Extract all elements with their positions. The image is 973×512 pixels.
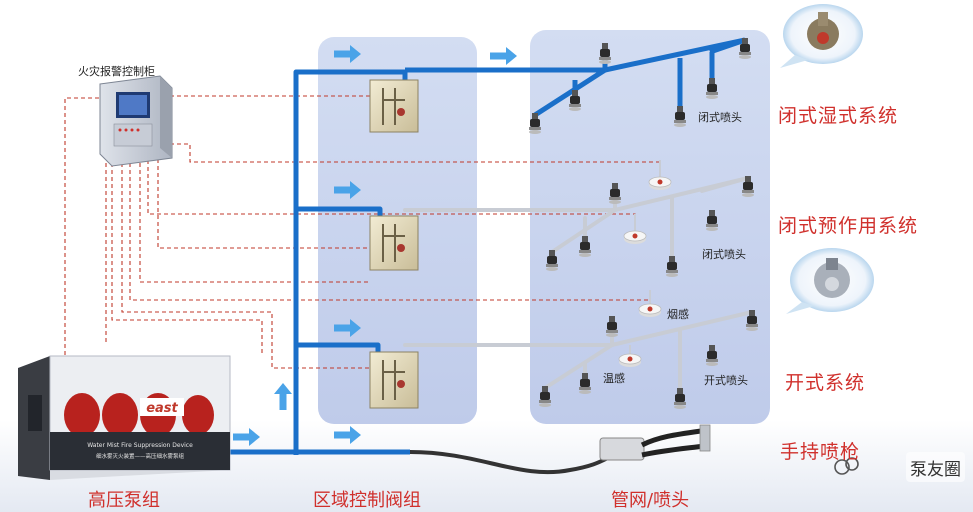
pump-unit: east Water Mist Fire Suppression Device … xyxy=(18,355,231,480)
watermark-logo xyxy=(834,457,859,475)
valve-box-1 xyxy=(369,79,419,133)
preaction-system-title: 闭式预作用系统 xyxy=(778,215,919,237)
pump-line-2: 细水雾灭火装置——高压细水雾泵组 xyxy=(96,452,185,460)
alarm-control-cabinet xyxy=(99,75,173,167)
hand-spray-gun xyxy=(599,424,711,461)
pipe-network-panel xyxy=(530,30,770,424)
watermark: 泵友圈 xyxy=(906,452,965,482)
hand-gun-title: 手持喷枪 xyxy=(780,441,861,463)
smoke-detector xyxy=(638,303,662,318)
pipes-title: 管网/喷头 xyxy=(611,490,690,511)
pump-title: 高压泵组 xyxy=(88,490,160,511)
pump-line-1: Water Mist Fire Suppression Device xyxy=(87,442,193,449)
bubble-open-head xyxy=(786,248,874,314)
smoke-label: 烟感 xyxy=(667,308,689,321)
bubble-closed-head xyxy=(780,4,863,68)
closed-head-label-2: 闭式喷头 xyxy=(702,248,746,261)
open-head-label: 开式喷头 xyxy=(704,374,748,387)
main-pipes xyxy=(230,37,746,455)
closed-head-label-1: 闭式喷头 xyxy=(698,111,742,124)
temp-label: 温感 xyxy=(603,372,625,385)
cabinet-label: 火灾报警控制柜 xyxy=(78,65,155,78)
temp-detector xyxy=(618,353,642,368)
detector-2 xyxy=(623,230,647,245)
wet-system-title: 闭式湿式系统 xyxy=(778,105,899,127)
open-system-title: 开式系统 xyxy=(785,372,866,394)
detector-drops xyxy=(629,160,661,355)
valves-title: 区域控制阀组 xyxy=(313,490,421,511)
detector-1 xyxy=(648,176,672,191)
valve-box-2 xyxy=(369,215,419,271)
pump-brand: east xyxy=(146,401,178,416)
valve-box-3 xyxy=(369,351,419,409)
watermark-text: 泵友圈 xyxy=(910,459,961,480)
